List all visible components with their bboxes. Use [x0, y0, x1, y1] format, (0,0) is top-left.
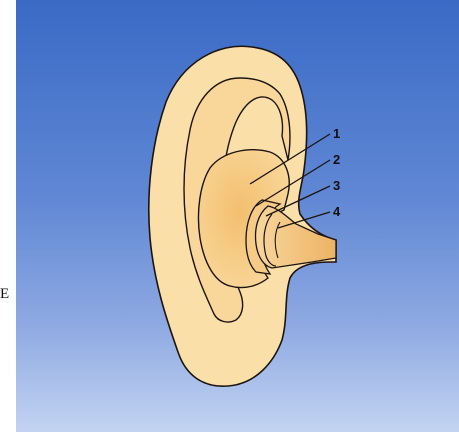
callout-label-3: 3 — [333, 178, 340, 193]
callout-label-2: 2 — [333, 152, 340, 167]
callout-label-4: 4 — [333, 204, 341, 219]
callout-label-1: 1 — [333, 126, 340, 141]
edge-letter: E — [0, 287, 9, 302]
